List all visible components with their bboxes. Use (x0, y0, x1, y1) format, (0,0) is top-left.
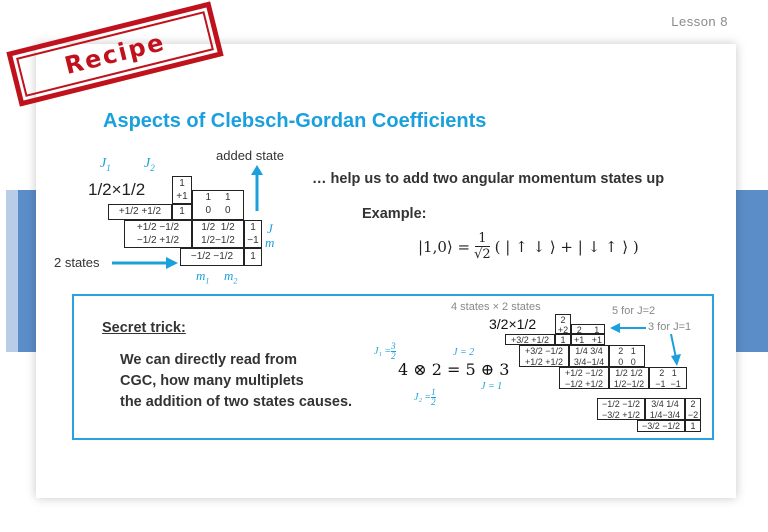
cg-row1-val: 1 (172, 204, 192, 220)
right-arrow-icon (112, 257, 178, 269)
lt-top: 2+2 (555, 314, 571, 335)
m1-label: m1 (196, 268, 210, 286)
three-for-label: 3 for J=1 (648, 321, 692, 333)
two-states-label: 2 states (54, 255, 100, 270)
lt-c-jm: 2 1−1 −1 (649, 367, 687, 389)
cg-row1-ms: +1/2 +1/2 (108, 204, 172, 220)
lt-d-jm: 2−2 (685, 398, 701, 420)
eq-rhs: ( | ↑ ↓ ⟩ + | ↓ ↑ ⟩ ) (494, 238, 639, 256)
lt-top-jm: 2 1 (571, 324, 605, 335)
secret-trick-box (72, 294, 714, 440)
lt-a-m: +1 +1 (571, 334, 605, 345)
recipe-stamp-text: Recipe (61, 27, 169, 81)
secret-line1: We can directly read from (120, 352, 298, 368)
help-text: … help us to add two angular momentum st… (312, 171, 665, 187)
lesson-label: Lesson 8 (671, 14, 728, 29)
j1-label: J1 (100, 156, 111, 173)
secret-heading: Secret trick: (102, 320, 186, 336)
cg-row2-jm: 1−1 (244, 220, 262, 248)
lt-b-ms: +3/2 −1/2+1/2 +1/2 (519, 345, 569, 367)
J-label: J (267, 221, 273, 236)
cg-top-cell: 1+1 (172, 176, 192, 204)
example-equation: |1,0⟩ = 1 √2 ( | ↑ ↓ ⟩ + | ↓ ↑ ⟩ ) (418, 231, 639, 263)
lt-e-ms: −3/2 −1/2 (637, 420, 685, 432)
lt-a-ms: +3/2 +1/2 (505, 334, 555, 345)
lt-d-ms: −1/2 −1/2−3/2 +1/2 (597, 398, 645, 420)
cg-row2-ms: +1/2 −1/2−1/2 +1/2 (124, 220, 192, 248)
J2-value: J = 2 (453, 347, 475, 358)
secret-line2: CGC, how many multiplets (120, 373, 304, 389)
lt-a-val: 1 (555, 334, 571, 345)
lt-e-val: 1 (685, 420, 701, 432)
j2-label: J2 (144, 156, 155, 173)
m-label: m (265, 235, 275, 250)
four-states-label: 4 states × 2 states (451, 301, 541, 313)
left-bar (18, 190, 36, 352)
cg-row3-ms: −1/2 −1/2 (180, 248, 244, 266)
eq-frac: 1 √2 (474, 231, 491, 263)
example-label: Example: (362, 206, 427, 222)
page-title: Aspects of Clebsch-Gordan Coefficients (103, 110, 487, 132)
slide (36, 44, 736, 498)
J1-value: J = 1 (481, 381, 503, 392)
right-bar (736, 190, 768, 352)
lower-cg-header: 3/2×1/2 (489, 316, 537, 332)
added-state-label: added state (216, 148, 284, 163)
lt-c-ms: +1/2 −1/2−1/2 +1/2 (559, 367, 609, 389)
cg-header: 1/2×1/2 (88, 180, 146, 199)
eq-lhs: |1,0⟩ = (418, 238, 471, 256)
arrow-to-j1-icon (610, 323, 646, 333)
m2-label: m2 (224, 268, 238, 286)
cg-row3-val: 1 (244, 248, 262, 266)
five-for-label: 5 for J=2 (612, 305, 656, 317)
arrow-down-icon (670, 334, 681, 366)
secret-line3: the addition of two states causes. (120, 394, 353, 410)
left-bar-light (6, 190, 18, 352)
multiplet-equation: 4 ⊗ 2 = 5 ⊕ 3 (398, 360, 510, 379)
up-arrow-icon (251, 165, 263, 211)
